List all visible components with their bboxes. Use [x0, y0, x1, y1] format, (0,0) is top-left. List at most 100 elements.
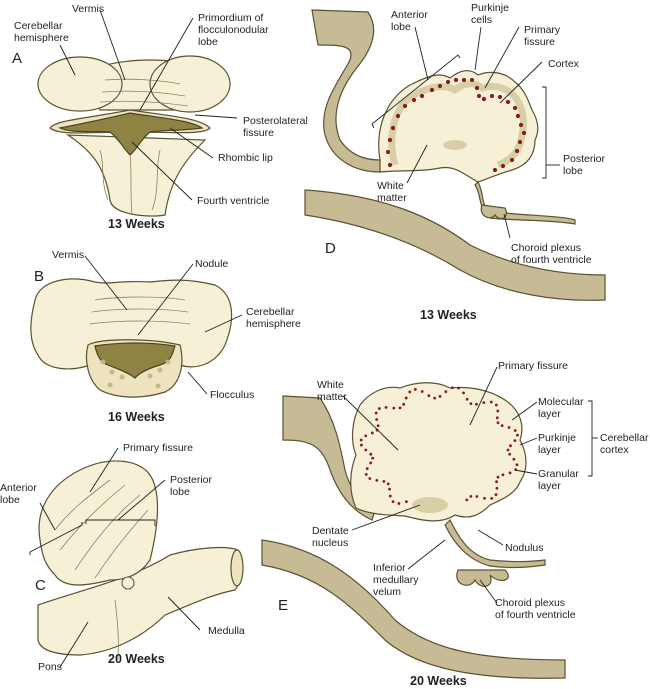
purkinje-cell-dot [495, 416, 499, 420]
label-e-choroid-plexus: Choroid plexus of fourth ventricle [495, 597, 576, 621]
purkinje-cell-dot [377, 407, 381, 410]
label-a-primordium: Primordium of flocculonodular lobe [198, 12, 269, 48]
purkinje-cell-dot [474, 85, 480, 91]
label-d-cortex: Cortex [548, 58, 579, 70]
choroid-plexus-e [456, 569, 509, 587]
purkinje-cell-dot [509, 444, 512, 448]
label-a-cerebellar-hemisphere: Cerebellar hemisphere [14, 20, 69, 44]
purkinje-cell-dot [469, 402, 473, 406]
purkinje-cell-dot [411, 97, 417, 103]
panel-c-drawing [37, 460, 244, 661]
brainstem-folds-a [99, 149, 161, 216]
purkinje-cell-dot [427, 394, 431, 398]
purkinje-cell-dot [398, 406, 402, 410]
cerebellum-e [350, 382, 527, 522]
cortex-band-d [388, 80, 528, 169]
purkinje-cell-dot [385, 149, 391, 155]
caption-a: 13 Weeks [108, 217, 165, 231]
cerebellum-c [38, 460, 159, 586]
choroid-plexus-d [480, 204, 507, 220]
pons-medulla-line-c [114, 599, 119, 661]
caption-d: 13 Weeks [420, 308, 477, 322]
panel-letter-e: E [278, 597, 289, 614]
upper-wall-d [311, 9, 381, 173]
purkinje-cell-dot [382, 479, 386, 483]
purkinje-cell-dot [495, 486, 499, 490]
purkinje-cell-dot [387, 137, 393, 143]
purkinje-cell-dot [513, 439, 517, 443]
purkinje-cell-dot [505, 99, 511, 105]
purkinje-cell-dot [469, 494, 473, 498]
purkinje-cell-dot [402, 402, 406, 406]
purkinje-cell-dot [512, 105, 518, 111]
cerebellum-b [30, 278, 233, 370]
panel-e-drawing [261, 382, 566, 679]
purkinje-cell-dot [376, 424, 380, 428]
velum-e [444, 518, 546, 568]
purkinje-cell-dot [512, 457, 516, 461]
purkinje-cell-dot [419, 93, 425, 99]
caption-e: 20 Weeks [410, 674, 467, 688]
label-c-pons: Pons [38, 661, 62, 673]
purkinje-cell-dot [494, 403, 498, 407]
purkinje-cell-dot [374, 411, 378, 415]
caption-c: 20 Weeks [108, 652, 165, 666]
purkinje-cell-dot [369, 461, 373, 465]
label-e-white-matter: White matter [317, 379, 347, 403]
purkinje-cell-dot [368, 477, 372, 480]
label-e-purkinje-layer: Purkinje layer [538, 432, 576, 456]
purkinje-cell-dot [384, 405, 388, 409]
label-c-posterior-lobe: Posterior lobe [170, 474, 213, 498]
purkinje-cell-dot [365, 467, 369, 471]
purkinje-cell-dot [500, 163, 506, 169]
purkinje-cell-dot [465, 397, 469, 401]
lower-wall-e [261, 539, 566, 679]
purkinje-cell-dot [437, 83, 443, 89]
label-e-dentate-nucleus: Dentate nucleus [312, 525, 349, 549]
label-d-purkinje-cells: Purkinje cells [471, 2, 509, 26]
purkinje-cell-dot [438, 394, 442, 398]
purkinje-cell-dot [475, 495, 479, 498]
label-d-anterior-lobe: Anterior lobe [391, 9, 428, 33]
purkinje-cell-dot [475, 402, 478, 406]
purkinje-cell-dot [388, 487, 391, 491]
purkinje-cell-dot [364, 448, 368, 452]
label-d-posterior-lobe: Posterior lobe [563, 153, 606, 177]
flocculus-nodules-b [100, 359, 171, 389]
folia-lines-c [54, 479, 149, 579]
brainstem-a [65, 134, 207, 217]
purkinje-cell-dot [515, 463, 519, 467]
medulla-end-c [230, 549, 244, 587]
label-d-white-matter: White matter [377, 180, 407, 204]
purkinje-cell-dot [515, 113, 521, 119]
label-d-primary-fissure: Primary fissure [524, 24, 561, 48]
purkinje-cell-dot [516, 433, 519, 437]
panel-letter-b: B [34, 268, 45, 285]
purkinje-cell-dot [495, 480, 498, 484]
label-c-primary-fissure: Primary fissure [123, 442, 194, 454]
purkinje-cell-dot [492, 167, 498, 173]
purkinje-cell-dot [509, 157, 515, 163]
purkinje-cell-dot [364, 434, 368, 438]
purkinje-cell-dot [397, 502, 401, 505]
panel-b-drawing [30, 278, 233, 398]
purkinje-cell-dot [370, 431, 374, 435]
label-e-granular-layer: Granular layer [538, 468, 579, 492]
purkinje-cell-dot [413, 387, 417, 391]
panel-d-drawing [304, 9, 606, 301]
purkinje-cell-dot [513, 429, 517, 432]
purkinje-cell-dot [408, 390, 412, 394]
purkinje-cell-dot [461, 77, 467, 83]
purkinje-cell-dot [360, 443, 363, 447]
label-e-nodulus: Nodulus [505, 542, 544, 554]
purkinje-cell-dot [497, 94, 503, 100]
purkinje-cell-dot [405, 500, 408, 504]
purkinje-cell-dot [496, 475, 500, 479]
lower-wall-d [304, 189, 606, 301]
purkinje-cell-dot [387, 162, 393, 168]
panel-letter-d: D [325, 240, 336, 257]
purkinje-cell-dot [489, 93, 495, 99]
purkinje-cell-dot [453, 77, 459, 83]
purkinje-cell-dot [490, 496, 494, 500]
